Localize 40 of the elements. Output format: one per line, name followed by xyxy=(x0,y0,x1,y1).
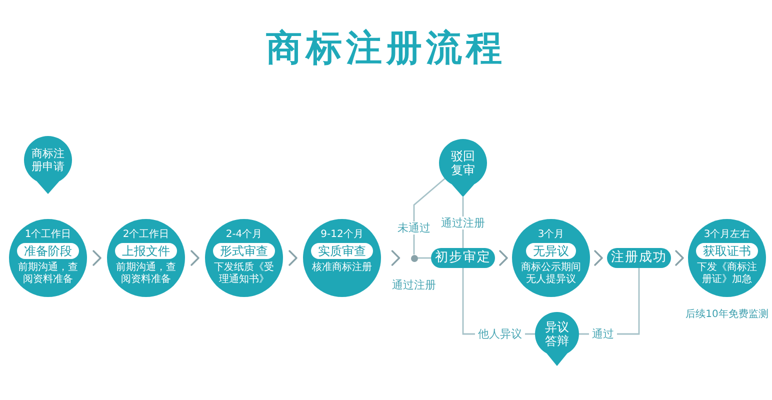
duration-text: 3个月 xyxy=(538,229,564,241)
chevron-arrow xyxy=(288,250,298,266)
duration-text: 3个月左右 xyxy=(704,229,750,241)
duration-text: 2-4个月 xyxy=(226,229,262,241)
stage-description: 核准商标注册 xyxy=(311,262,373,274)
stage-description: 下发《商标注册证》加急 xyxy=(696,262,758,286)
stage-title: 上报文件 xyxy=(115,243,177,259)
stage-description: 商标公示期间无人提异议 xyxy=(520,262,582,286)
chevron-arrow xyxy=(499,250,508,266)
chevron-arrow xyxy=(594,250,603,266)
stage-title: 准备阶段 xyxy=(17,243,79,259)
duration-text: 1个工作日 xyxy=(24,229,72,241)
edge-label: 他人异议 xyxy=(475,328,525,340)
stage-title: 形式审查 xyxy=(213,243,275,259)
bubble-text: 商标注册申请 xyxy=(31,147,65,173)
stage-title: 获取证书 xyxy=(696,243,758,259)
note-text: 后续10年免费监测 xyxy=(686,309,768,321)
diagram-title: 商标注册流程 xyxy=(266,28,506,70)
stage-description: 前期沟通，查阅资料准备 xyxy=(115,262,177,286)
speech-bubble xyxy=(24,136,72,194)
edge-label: 通过 xyxy=(589,328,617,340)
chevron-arrow xyxy=(391,250,400,266)
connector-line xyxy=(418,257,431,259)
bubble-text: 异议答辩 xyxy=(544,320,570,348)
duration-text: 9-12个月 xyxy=(320,229,364,241)
stage-description: 下发纸质《受理通知书》 xyxy=(213,262,275,286)
step-pill: 初步审定 xyxy=(431,248,495,268)
edge-label: 通过注册 xyxy=(389,278,439,292)
chevron-arrow xyxy=(190,250,200,266)
stage-title: 无异议 xyxy=(526,243,576,259)
step-pill: 注册成功 xyxy=(607,248,671,268)
bubble-text: 驳回复审 xyxy=(450,149,476,177)
edge-label: 通过注册 xyxy=(438,216,488,230)
chevron-arrow xyxy=(92,250,102,266)
speech-bubble xyxy=(439,139,487,197)
speech-bubble xyxy=(535,312,579,366)
chevron-arrow xyxy=(675,250,684,266)
stage-description: 前期沟通，查阅资料准备 xyxy=(17,262,79,286)
stage-title: 实质审查 xyxy=(311,243,373,259)
duration-text: 2个工作日 xyxy=(122,229,170,241)
